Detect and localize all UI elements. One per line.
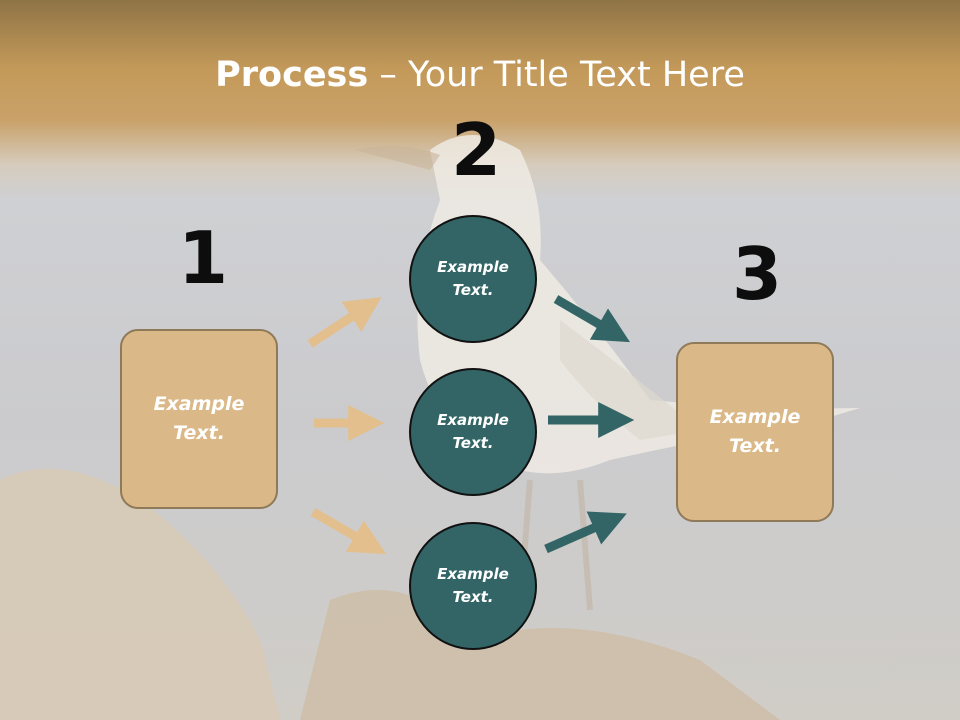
slide-title: Process – Your Title Text Here [0,54,960,96]
step-number-2: 2 [451,108,502,192]
step-number-3: 3 [732,232,783,316]
arrow-bottom-to-3 [544,511,627,554]
step-2-circle-middle: Example Text. [409,368,537,496]
step-3-text-line2: Text. [729,435,781,457]
step-2-circle-bottom: Example Text. [409,522,537,650]
circle-bottom-text-line2: Text. [452,588,494,606]
step-3-text-line1: Example [709,406,801,428]
arrow-1-to-top [307,297,382,348]
arrow-top-to-3 [553,295,630,343]
circle-bottom-text-line1: Example [437,565,509,583]
step-2-circle-top: Example Text. [409,215,537,343]
step-1-text-line1: Example [153,393,245,415]
title-rest: – Your Title Text Here [368,55,745,95]
circle-top-text-line2: Text. [452,281,494,299]
arrow-1-to-bottom [310,508,387,555]
circle-middle-text-line1: Example [437,411,509,429]
circle-middle-text-line2: Text. [452,434,494,452]
title-bold: Process [215,55,369,95]
step-number-1: 1 [178,216,229,300]
step-3-box: Example Text. [676,342,834,522]
circle-top-text-line1: Example [437,258,509,276]
step-1-text-line2: Text. [173,422,225,444]
step-1-box: Example Text. [120,329,278,509]
